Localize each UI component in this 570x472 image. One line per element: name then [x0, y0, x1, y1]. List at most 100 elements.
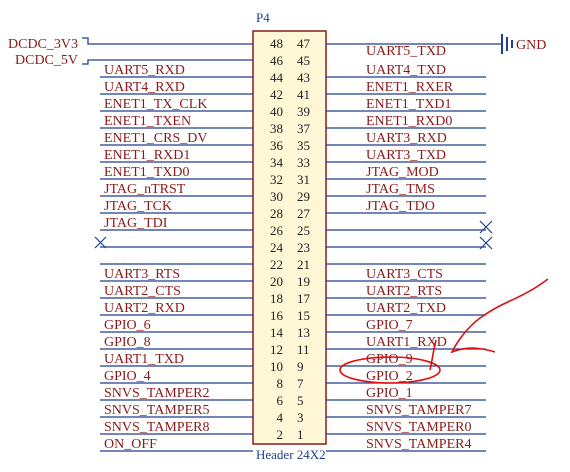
net-label-left: GPIO_6 — [104, 318, 151, 333]
pin-number-left: 14 — [270, 325, 284, 340]
net-label-right: GPIO_9 — [366, 352, 413, 367]
pin-number-left: 48 — [270, 36, 283, 51]
net-label-left: UART5_RXD — [104, 63, 185, 78]
net-label-right: ENET1_RXER — [366, 80, 454, 95]
net-label-left: SNVS_TAMPER2 — [104, 386, 209, 401]
net-label-right: SNVS_TAMPER4 — [366, 437, 471, 452]
pin-number-left: 18 — [270, 291, 283, 306]
pin-number-right: 39 — [297, 104, 310, 119]
net-label-right: UART4_TXD — [366, 63, 446, 78]
pin-number-right: 45 — [297, 53, 310, 68]
wire-3v3 — [82, 37, 253, 45]
net-label-left: ENET1_RXD1 — [104, 148, 190, 163]
pin-number-right: 43 — [297, 70, 310, 85]
pin-number-right: 31 — [297, 172, 310, 187]
wire-5v — [82, 59, 253, 65]
net-label-left: JTAG_TCK — [104, 199, 172, 214]
pin-number-right: 7 — [297, 376, 304, 391]
no-connect-x-left — [94, 236, 107, 249]
pin-number-left: 40 — [270, 104, 283, 119]
net-label-right: UART3_CTS — [366, 267, 443, 282]
power-net-3v3: DCDC_3V3 — [8, 37, 78, 52]
pin-number-left: 16 — [270, 308, 284, 323]
net-label-left: JTAG_TDI — [104, 216, 168, 231]
pin-number-right: 41 — [297, 87, 310, 102]
pin-number-left: 36 — [270, 138, 284, 153]
net-label-right: JTAG_TMS — [366, 182, 435, 197]
net-label-right: SNVS_TAMPER7 — [366, 403, 471, 418]
pin-number-left: 6 — [277, 393, 284, 408]
pin-number-right: 11 — [297, 342, 310, 357]
pin-number-right: 29 — [297, 189, 310, 204]
net-label-right: JTAG_MOD — [366, 165, 439, 180]
red-annotation — [339, 278, 549, 384]
annotation-circle — [339, 356, 441, 384]
pin-number-left: 44 — [270, 70, 284, 85]
pin-number-right: 5 — [297, 393, 304, 408]
no-connect-x-right-1 — [479, 220, 493, 234]
net-label-right: UART2_TXD — [366, 301, 446, 316]
pin-number-right: 9 — [297, 359, 304, 374]
pin-number-left: 42 — [270, 87, 283, 102]
pin-number-left: 46 — [270, 53, 284, 68]
pin-number-left: 30 — [270, 189, 283, 204]
net-label-right: UART5_TXD — [366, 44, 446, 59]
net-label-right: UART1_RXD — [366, 335, 447, 350]
net-label-right: JTAG_TDO — [366, 199, 435, 214]
net-label-left: ENET1_CRS_DV — [104, 131, 207, 146]
pin-number-left: 26 — [270, 223, 284, 238]
net-label-left: ENET1_TXEN — [104, 114, 191, 129]
pin-number-left: 10 — [270, 359, 283, 374]
net-label-left: GPIO_4 — [104, 369, 151, 384]
power-net-5v: DCDC_5V — [15, 53, 78, 68]
net-label-left: UART1_TXD — [104, 352, 184, 367]
net-label-right: SNVS_TAMPER0 — [366, 420, 471, 435]
net-label-right: GPIO_2 — [366, 369, 413, 384]
no-connect-markers — [94, 220, 493, 250]
header-body — [252, 30, 327, 445]
pin-number-left: 24 — [270, 240, 284, 255]
pin-number-right: 25 — [297, 223, 310, 238]
annotation-arrow-head — [429, 339, 437, 371]
annotation-arrow-line — [450, 278, 549, 354]
net-label-right: GPIO_1 — [366, 386, 413, 401]
pin-number-right: 35 — [297, 138, 310, 153]
net-label-right: GPIO_7 — [366, 318, 413, 333]
pin-number-right: 1 — [297, 427, 304, 442]
net-label-left: ON_OFF — [104, 437, 157, 452]
pin-number-right: 33 — [297, 155, 310, 170]
pin-number-left: 12 — [270, 342, 283, 357]
net-label-left: SNVS_TAMPER5 — [104, 403, 209, 418]
pin-number-left: 4 — [277, 410, 284, 425]
net-label-right: UART2_RTS — [366, 284, 442, 299]
net-label-left: SNVS_TAMPER8 — [104, 420, 209, 435]
no-connect-x-right-2 — [479, 236, 493, 250]
net-label-left: UART2_CTS — [104, 284, 181, 299]
net-label-left: JTAG_nTRST — [104, 182, 186, 197]
net-label-left: ENET1_TXD0 — [104, 165, 190, 180]
net-label-left: UART3_RTS — [104, 267, 180, 282]
pin-number-left: 28 — [270, 206, 283, 221]
net-label-left: ENET1_TX_CLK — [104, 97, 207, 112]
net-label-left: UART4_RXD — [104, 80, 185, 95]
pin-number-right: 47 — [297, 36, 311, 51]
header-ref: P4 — [256, 10, 270, 25]
pin-number-right: 19 — [297, 274, 310, 289]
gnd-label: GND — [516, 38, 546, 53]
net-label-left: GPIO_8 — [104, 335, 151, 350]
pin-number-left: 34 — [270, 155, 284, 170]
pin-number-right: 17 — [297, 291, 311, 306]
pin-number-right: 27 — [297, 206, 311, 221]
net-label-right: UART3_TXD — [366, 148, 446, 163]
pin-number-left: 8 — [277, 376, 284, 391]
pin-number-right: 37 — [297, 121, 311, 136]
pin-number-left: 2 — [277, 427, 284, 442]
net-label-right: ENET1_TXD1 — [366, 97, 452, 112]
pin-number-left: 22 — [270, 257, 283, 272]
pin-number-left: 20 — [270, 274, 283, 289]
pin-number-right: 15 — [297, 308, 310, 323]
pin-number-right: 23 — [297, 240, 310, 255]
